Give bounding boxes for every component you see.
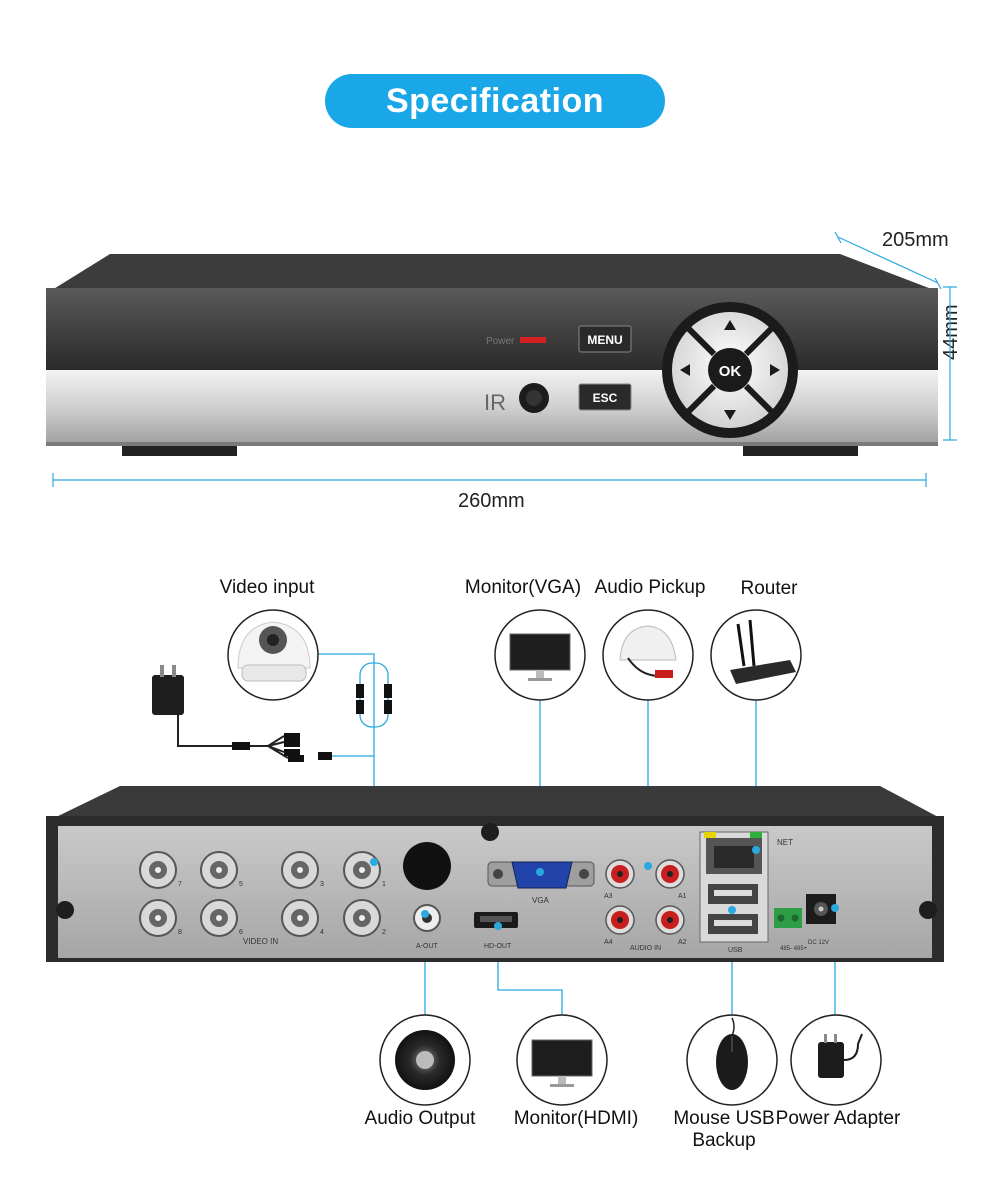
microphone-icon xyxy=(602,609,694,701)
dvr-front-view: Power IR MENU ESC OK xyxy=(46,254,938,456)
audio-in-ports xyxy=(605,859,685,935)
svg-text:OK: OK xyxy=(719,363,742,380)
bnc-connectors xyxy=(139,851,381,937)
svg-text:3: 3 xyxy=(320,881,324,888)
power-adapter-icon xyxy=(790,1014,882,1106)
menu-button xyxy=(578,325,632,353)
monitor-hdmi-label: Monitor(HDMI) xyxy=(513,1108,639,1129)
router-icon xyxy=(710,609,802,701)
svg-text:USB: USB xyxy=(728,947,743,954)
svg-text:4: 4 xyxy=(320,929,324,936)
up-arrow-icon xyxy=(724,320,736,330)
power-led xyxy=(520,337,546,343)
page-title: Specification xyxy=(325,74,665,128)
svg-text:1: 1 xyxy=(382,881,386,888)
router-label: Router xyxy=(740,578,798,599)
dvr-rear-view: 7 5 3 1 8 6 4 2 VIDEO IN A-OUT VGA HD-OU… xyxy=(46,786,944,962)
video-input-label: Video input xyxy=(219,577,315,598)
svg-text:HD-OUT: HD-OUT xyxy=(484,943,512,950)
svg-text:ESC: ESC xyxy=(593,391,618,405)
ok-button xyxy=(708,348,752,392)
svg-text:A4: A4 xyxy=(604,939,613,946)
video-in-label: VIDEO IN xyxy=(243,937,278,946)
monitor-vga-label: Monitor(VGA) xyxy=(464,577,582,598)
fan-cover xyxy=(403,842,451,890)
svg-text:8: 8 xyxy=(178,929,182,936)
svg-text:VGA: VGA xyxy=(532,896,550,905)
svg-text:7: 7 xyxy=(178,881,182,888)
monitor-vga-icon xyxy=(494,609,586,701)
svg-text:A-OUT: A-OUT xyxy=(416,943,439,950)
mouse-usb-label: Mouse USB Backup xyxy=(673,1108,775,1151)
ir-label: IR xyxy=(484,390,506,415)
svg-text:MENU: MENU xyxy=(587,333,622,347)
connection-dots xyxy=(370,846,839,930)
power-adapter-label: Power Adapter xyxy=(775,1108,901,1129)
down-arrow-icon xyxy=(724,410,736,420)
svg-text:A2: A2 xyxy=(678,939,687,946)
right-arrow-icon xyxy=(770,364,780,376)
svg-text:5: 5 xyxy=(239,881,243,888)
svg-text:DC 12V: DC 12V xyxy=(808,940,829,946)
width-dimension: 260mm xyxy=(458,490,525,512)
svg-text:A1: A1 xyxy=(678,893,687,900)
audio-output-label: Audio Output xyxy=(364,1108,476,1129)
svg-text:2: 2 xyxy=(382,929,386,936)
depth-dimension: 205mm xyxy=(882,229,949,251)
rs485-terminal xyxy=(774,908,802,928)
svg-text:485- 485+: 485- 485+ xyxy=(780,946,808,952)
mouse-icon xyxy=(686,1014,778,1106)
power-splitter-cable xyxy=(152,665,392,762)
svg-text:6: 6 xyxy=(239,929,243,936)
speaker-icon xyxy=(379,1014,471,1106)
audio-pickup-label: Audio Pickup xyxy=(594,577,706,598)
camera-icon xyxy=(227,609,319,701)
svg-text:NET: NET xyxy=(777,838,793,847)
esc-button xyxy=(578,383,632,411)
left-arrow-icon xyxy=(680,364,690,376)
power-label: Power xyxy=(486,336,515,347)
dimension-lines xyxy=(52,231,957,487)
monitor-hdmi-icon xyxy=(516,1014,608,1106)
svg-text:A3: A3 xyxy=(604,893,613,900)
svg-text:AUDIO IN: AUDIO IN xyxy=(630,945,661,952)
